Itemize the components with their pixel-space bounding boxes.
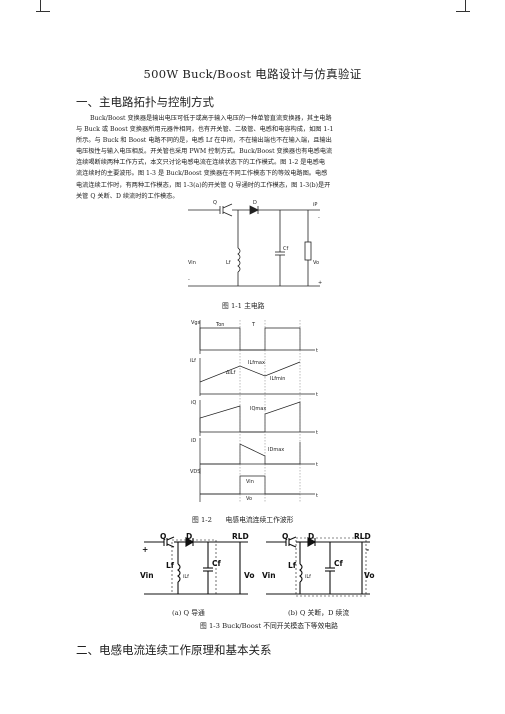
fig3-caption-b: (b) Q 关断，D 续流 xyxy=(288,609,350,617)
fig3-circuit-b: Q D RLD - Lf Cf Vin iLf Vo xyxy=(262,532,375,597)
section-1-heading: 一、主电路拓扑与控制方式 xyxy=(76,95,214,109)
fig1-label-d: D xyxy=(253,200,257,206)
fig3a-label-vo: Vo xyxy=(244,571,255,580)
fig1-label-lf: Lf xyxy=(226,260,231,266)
paragraph-line: 流连续时的主要波形。图 1-3 是 Buck/Boost 变换器在不同工作模态下… xyxy=(76,170,328,178)
corner-mark-tl-v xyxy=(40,0,41,12)
fig1-label-ip: iP xyxy=(313,202,317,208)
fig3b-label-rld: RLD xyxy=(354,532,371,541)
fig2-label-t: T xyxy=(251,322,256,328)
fig2-label-vds: VDS xyxy=(190,469,200,475)
paragraph-line: 连续喝断续两种工作方式，本文只讨论电感电流在连续状态下的工作模式。图 1-2 是… xyxy=(76,159,326,167)
fig2-axis-t-3: t xyxy=(316,430,318,436)
fig3a-label-lf: Lf xyxy=(166,561,175,570)
fig2-label-ilf-min: ILfmin xyxy=(270,376,285,382)
fig3b-label-ilf: iLf xyxy=(305,574,311,580)
paragraph-line: 所示。与 Buck 和 Boost 电路不同的是，电感 Lf 在中间，不在输出端… xyxy=(76,137,332,145)
fig1-label-minus-bl: - xyxy=(188,277,190,283)
fig2-label-iq-max: IQmax xyxy=(250,406,266,412)
corner-mark-tr-h xyxy=(456,11,470,12)
fig3b-label-lf: Lf xyxy=(288,561,297,570)
fig2-caption: 图 1-2 电感电流连续工作波形 xyxy=(192,516,294,524)
fig3-caption-a: (a) Q 导通 xyxy=(172,609,205,617)
fig1-label-vo: Vo xyxy=(313,260,319,266)
fig2-label-vo: Vo xyxy=(246,496,252,502)
fig2-label-ilf-max: ILfmax xyxy=(248,360,265,366)
section-2-heading: 二、电感电流连续工作原理和基本关系 xyxy=(76,643,272,657)
fig1-label-cf: Cf xyxy=(283,246,288,252)
fig3a-label-q: Q xyxy=(160,532,166,541)
fig2-label-iq: iQ xyxy=(191,400,196,406)
fig1-caption: 图 1-1 主电路 xyxy=(222,302,265,310)
page-title: 500W Buck/Boost 电路设计与仿真验证 xyxy=(143,67,362,81)
corner-mark-tr-v xyxy=(465,0,466,12)
fig3a-label-ilf: iLf xyxy=(183,574,189,580)
fig2-label-vgs: Vgs xyxy=(191,320,201,326)
fig2-label-id-max: IDmax xyxy=(268,447,284,453)
fig2-label-ton: Ton xyxy=(215,322,224,328)
fig3a-label-cf: Cf xyxy=(212,559,222,568)
fig1-main-circuit: Q D iP - Cf Lf Vin Vo - + xyxy=(188,200,322,287)
fig1-label-plus-br: + xyxy=(318,280,322,286)
fig2-axis-t-4: t xyxy=(316,462,318,468)
fig3b-label-minus: - xyxy=(366,545,369,554)
fig3a-label-d: D xyxy=(186,532,192,541)
fig3a-label-rld: RLD xyxy=(232,532,249,541)
fig3a-label-plus: + xyxy=(142,545,148,554)
corner-mark-tl-h xyxy=(36,11,50,12)
fig1-label-minus-tr: - xyxy=(318,215,320,221)
fig2-axis-t-5: t xyxy=(316,493,318,499)
fig3-circuit-a: Q D RLD + Lf Cf Vin iLf Vo xyxy=(140,532,255,595)
paragraph-line: Buck/Boost 变换器是输出电压可低于或高于输入电压的一种单管直流变换器，… xyxy=(90,115,332,122)
fig3a-label-vin: Vin xyxy=(140,571,154,580)
fig2-label-delta-i: ΔiLf xyxy=(226,370,236,376)
fig3-caption: 图 1-3 Buck/Boost 不同开关模态下等效电路 xyxy=(200,622,338,630)
paragraph-line: 与 Buck 或 Boost 变换器所用元器件相同，也有开关管、二极管、电感和电… xyxy=(76,126,334,134)
fig2-axis-t-1: t xyxy=(316,348,318,354)
fig2-label-vin: Vin xyxy=(246,479,254,485)
body-paragraph: Buck/Boost 变换器是输出电压可低于或高于输入电压的一种单管直流变换器，… xyxy=(76,113,431,202)
paragraph-line: 电压极性与输入电压相反。开关管也采用 PWM 控制方式。Buck/Boost 变… xyxy=(76,148,333,156)
fig2-waveforms: Vgs Ton T t iLf ILfmax ΔiLf ILfmin t iQ … xyxy=(190,320,318,502)
fig1-label-vin: Vin xyxy=(188,260,196,266)
fig2-axis-t-2: t xyxy=(316,392,318,398)
fig3b-label-d: D xyxy=(308,532,314,541)
fig3b-label-q: Q xyxy=(282,532,288,541)
fig3b-label-cf: Cf xyxy=(334,559,344,568)
paragraph-line: 电流连续工作时，有两种工作模态，图 1-3(a)的开关管 Q 导通时的工作模态，… xyxy=(76,181,331,189)
fig2-label-id: iD xyxy=(191,438,196,444)
fig1-label-q: Q xyxy=(213,200,217,206)
fig3b-label-vin: Vin xyxy=(262,571,276,580)
fig2-label-ilf: iLf xyxy=(190,358,196,364)
paragraph-line: 关管 Q 关断、D 续流时的工作模态。 xyxy=(76,192,179,200)
fig3b-label-vo: Vo xyxy=(364,571,375,580)
